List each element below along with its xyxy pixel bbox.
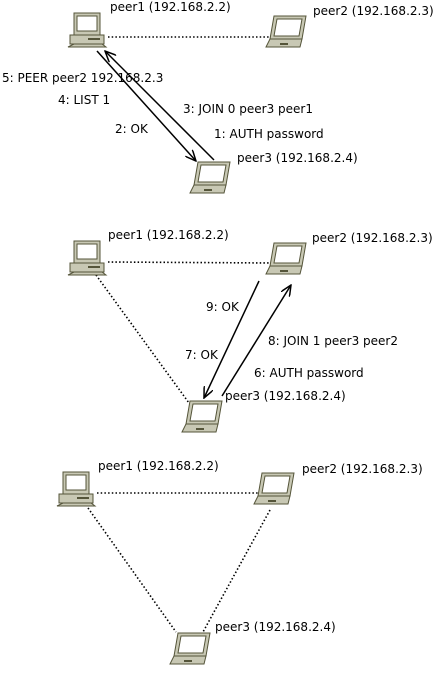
desktop-computer-icon [67, 12, 107, 48]
scene-1: peer1 (192.168.2.2) peer2 (192.168.2.3) … [2, 0, 434, 194]
message-4: 4: LIST 1 [58, 93, 110, 107]
peer2-label: peer2 (192.168.2.3) [313, 4, 434, 18]
peer1-label: peer1 (192.168.2.2) [110, 0, 231, 14]
message-9: 9: OK [206, 300, 240, 314]
arrow-peer2-to-peer3 [204, 280, 260, 398]
peer2-label: peer2 (192.168.2.3) [302, 462, 423, 476]
message-2: 2: OK [115, 122, 149, 136]
desktop-computer-icon [67, 240, 107, 276]
message-3: 3: JOIN 0 peer3 peer1 [183, 102, 313, 116]
message-7: 7: OK [185, 348, 219, 362]
peer1-label: peer1 (192.168.2.2) [108, 228, 229, 242]
peer1-label: peer1 (192.168.2.2) [98, 459, 219, 473]
message-5: 5: PEER peer2 192.168.2.3 [2, 71, 163, 85]
message-6: 6: AUTH password [254, 366, 364, 380]
arrow-peer3-to-peer2 [221, 285, 291, 397]
link-peer2-peer3 [202, 509, 271, 633]
peer2-label: peer2 (192.168.2.3) [312, 231, 433, 245]
arrow-peer1-to-peer3 [96, 50, 196, 161]
laptop-icon [169, 632, 211, 665]
peer3-label: peer3 (192.168.2.4) [225, 389, 346, 403]
message-8: 8: JOIN 1 peer3 peer2 [268, 334, 398, 348]
arrow-peer3-to-peer1 [105, 51, 215, 161]
peer3-label: peer3 (192.168.2.4) [215, 620, 336, 634]
link-peer1-peer3 [95, 274, 190, 404]
desktop-computer-icon [56, 471, 96, 507]
laptop-icon [253, 472, 295, 505]
laptop-icon [181, 400, 223, 433]
laptop-icon [265, 242, 307, 275]
laptop-icon [265, 15, 307, 48]
peer3-label: peer3 (192.168.2.4) [237, 151, 358, 165]
link-peer1-peer2 [107, 261, 273, 264]
laptop-icon [189, 161, 231, 194]
scene-2: peer1 (192.168.2.2) peer2 (192.168.2.3) … [67, 228, 433, 433]
link-peer1-peer3 [87, 507, 177, 633]
message-1: 1: AUTH password [214, 127, 324, 141]
scene-3: peer1 (192.168.2.2) peer2 (192.168.2.3) … [56, 459, 423, 665]
